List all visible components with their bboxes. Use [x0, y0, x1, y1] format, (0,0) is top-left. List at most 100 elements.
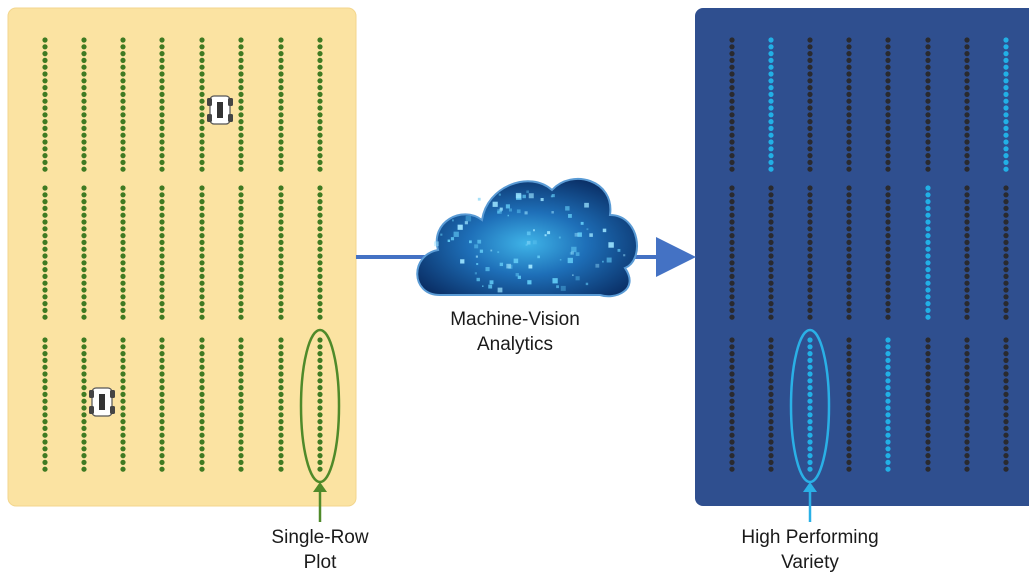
plant-dot	[159, 344, 165, 350]
plant-dot	[120, 273, 126, 279]
plant-dot	[278, 159, 284, 165]
plant-dot	[238, 91, 244, 97]
plant-dot	[42, 405, 48, 411]
plant-dot	[964, 112, 970, 118]
plant-dot	[964, 239, 970, 245]
cloud-label-line2: Analytics	[477, 334, 553, 355]
plant-dot	[807, 385, 813, 391]
plant-dot	[317, 357, 323, 363]
plant-dot	[885, 166, 891, 172]
plant-dot	[81, 385, 87, 391]
plant-dot	[278, 364, 284, 370]
plant-dot	[42, 398, 48, 404]
plant-dot	[925, 267, 931, 273]
plant-dot	[159, 125, 165, 131]
plant-dot	[42, 44, 48, 50]
cloud-sparkle	[522, 194, 526, 199]
plant-dot	[1003, 192, 1009, 198]
rover-icon	[207, 95, 233, 125]
plant-dot	[159, 239, 165, 245]
plant-dot	[42, 459, 48, 465]
plant-dot	[885, 139, 891, 145]
plot-row	[925, 337, 931, 472]
plant-dot	[1003, 246, 1009, 252]
plant-dot	[1003, 453, 1009, 459]
plant-dot	[238, 260, 244, 266]
plot-row	[964, 337, 970, 472]
plant-dot	[846, 466, 852, 472]
plant-dot	[964, 385, 970, 391]
plant-dot	[159, 71, 165, 77]
plant-dot	[159, 446, 165, 452]
plant-dot	[729, 385, 735, 391]
plant-dot	[964, 246, 970, 252]
plant-dot	[81, 51, 87, 57]
plant-dot	[729, 166, 735, 172]
plant-dot	[81, 146, 87, 152]
plot-row	[1003, 37, 1009, 172]
cloud-sparkle	[526, 231, 531, 236]
plant-dot	[964, 105, 970, 111]
plant-dot	[238, 239, 244, 245]
plant-dot	[81, 226, 87, 232]
plot-row	[768, 37, 774, 172]
plant-dot	[42, 85, 48, 91]
plant-dot	[846, 314, 852, 320]
plant-dot	[885, 246, 891, 252]
plant-dot	[807, 391, 813, 397]
plant-dot	[81, 57, 87, 64]
plant-dot	[964, 412, 970, 418]
plant-dot	[81, 125, 87, 131]
plant-dot	[729, 199, 735, 205]
plant-dot	[964, 260, 970, 266]
plant-dot	[964, 219, 970, 225]
cloud-sparkle	[551, 194, 555, 198]
plant-dot	[729, 466, 735, 472]
plant-dot	[768, 344, 774, 350]
plant-dot	[964, 273, 970, 279]
plant-dot	[199, 351, 205, 357]
plant-dot	[159, 337, 165, 343]
plant-dot	[42, 314, 48, 320]
plant-dot	[925, 205, 931, 211]
plant-dot	[120, 364, 126, 370]
plant-dot	[768, 439, 774, 445]
plant-dot	[278, 85, 284, 91]
plant-dot	[159, 364, 165, 370]
plant-dot	[81, 439, 87, 445]
cloud-sparkle	[532, 229, 535, 232]
plant-dot	[278, 226, 284, 232]
cloud-sparkle	[450, 237, 455, 241]
plant-dot	[42, 105, 48, 111]
plant-dot	[729, 44, 735, 50]
cloud-sparkle	[617, 248, 621, 252]
plant-dot	[42, 419, 48, 425]
plant-dot	[885, 425, 891, 431]
plant-dot	[278, 273, 284, 279]
plant-dot	[807, 219, 813, 225]
plant-dot	[1003, 91, 1009, 97]
plant-dot	[199, 233, 205, 239]
plant-dot	[885, 205, 891, 211]
plant-dot	[42, 337, 48, 343]
plant-dot	[42, 260, 48, 266]
plant-dot	[120, 91, 126, 97]
rover-icon	[89, 387, 115, 417]
plant-dot	[199, 301, 205, 307]
plant-dot	[1003, 212, 1009, 218]
plant-dot	[964, 405, 970, 411]
cloud-sparkle	[525, 243, 528, 246]
plant-dot	[238, 307, 244, 313]
plot-row	[729, 185, 735, 320]
plant-dot	[846, 146, 852, 152]
plant-dot	[42, 253, 48, 259]
plant-dot	[120, 432, 126, 438]
plant-dot	[317, 280, 323, 286]
plant-dot	[42, 246, 48, 252]
plant-dot	[120, 105, 126, 111]
plant-dot	[81, 466, 87, 472]
plant-dot	[120, 212, 126, 218]
plant-dot	[964, 253, 970, 259]
plant-dot	[120, 246, 126, 252]
